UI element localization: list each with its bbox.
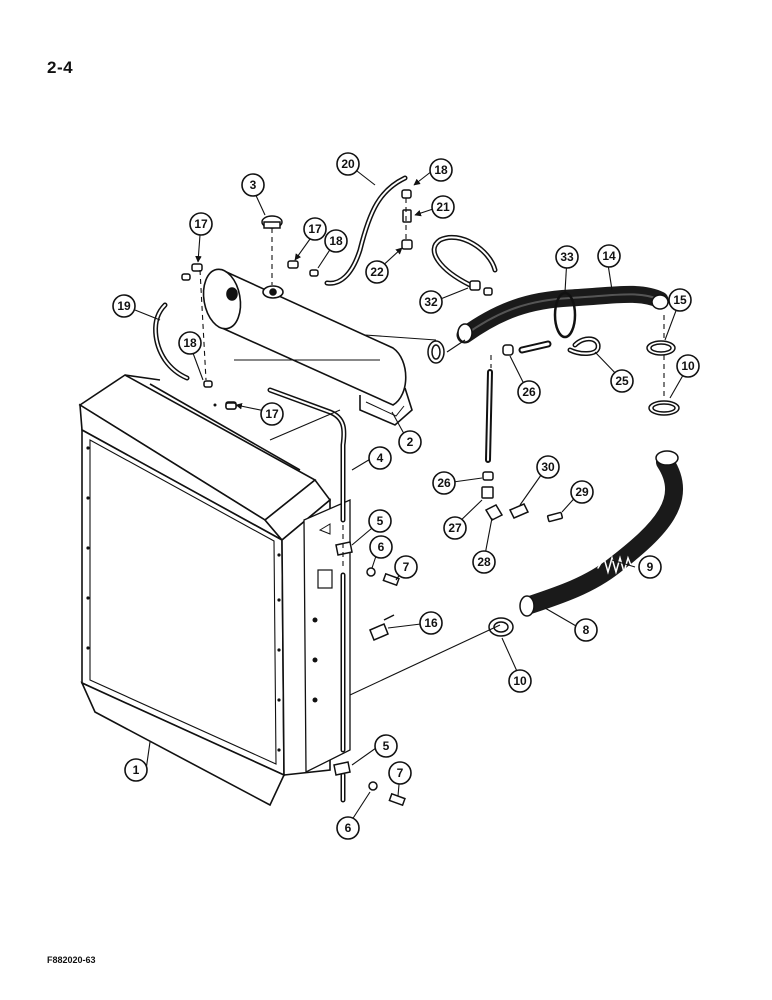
callout-18b: 18 — [324, 229, 348, 253]
callout-27: 27 — [443, 516, 467, 540]
svg-text:9: 9 — [647, 560, 654, 574]
svg-text:29: 29 — [575, 485, 589, 499]
callout-16: 16 — [419, 611, 443, 635]
svg-text:14: 14 — [602, 249, 616, 263]
callout-4: 4 — [368, 446, 392, 470]
svg-text:33: 33 — [560, 250, 574, 264]
callout-21: 21 — [431, 195, 455, 219]
svg-text:22: 22 — [370, 265, 384, 279]
callout-17b: 17 — [303, 217, 327, 241]
svg-text:17: 17 — [308, 222, 322, 236]
svg-text:25: 25 — [615, 374, 629, 388]
svg-text:6: 6 — [345, 821, 352, 835]
callout-6a: 6 — [369, 535, 393, 559]
callout-14: 14 — [597, 244, 621, 268]
hoses — [153, 175, 684, 803]
svg-text:20: 20 — [341, 157, 355, 171]
figure-reference-id: F882020-63 — [47, 955, 96, 965]
callout-26a: 26 — [517, 380, 541, 404]
callout-29: 29 — [570, 480, 594, 504]
callout-19: 19 — [112, 294, 136, 318]
svg-text:5: 5 — [377, 514, 384, 528]
callout-17a: 17 — [189, 212, 213, 236]
svg-text:17: 17 — [265, 407, 279, 421]
svg-text:21: 21 — [436, 200, 450, 214]
callout-28: 28 — [472, 550, 496, 574]
callout-32: 32 — [419, 290, 443, 314]
callout-10b: 10 — [508, 669, 532, 693]
svg-text:1: 1 — [133, 763, 140, 777]
svg-text:2: 2 — [407, 435, 414, 449]
callout-3: 3 — [241, 173, 265, 197]
svg-text:8: 8 — [583, 623, 590, 637]
svg-text:5: 5 — [383, 739, 390, 753]
callout-18c: 18 — [429, 158, 453, 182]
callout-17c: 17 — [260, 402, 284, 426]
svg-text:7: 7 — [403, 560, 410, 574]
callout-30: 30 — [536, 455, 560, 479]
callout-7a: 7 — [394, 555, 418, 579]
callout-33: 33 — [555, 245, 579, 269]
svg-text:10: 10 — [681, 359, 695, 373]
svg-text:17: 17 — [194, 217, 208, 231]
clamps-and-fittings — [181, 189, 680, 807]
svg-text:18: 18 — [183, 336, 197, 350]
svg-text:32: 32 — [424, 295, 438, 309]
callout-5b: 5 — [374, 734, 398, 758]
svg-text:18: 18 — [434, 163, 448, 177]
callout-15: 15 — [668, 288, 692, 312]
callout-10a: 10 — [676, 354, 700, 378]
callout-26b: 26 — [432, 471, 456, 495]
svg-text:3: 3 — [250, 178, 257, 192]
surge-tank — [202, 268, 413, 426]
svg-text:28: 28 — [477, 555, 491, 569]
callout-18a: 18 — [178, 331, 202, 355]
callout-25: 25 — [610, 369, 634, 393]
callout-5a: 5 — [368, 509, 392, 533]
svg-text:7: 7 — [397, 766, 404, 780]
svg-text:19: 19 — [117, 299, 131, 313]
callout-8: 8 — [574, 618, 598, 642]
callout-22: 22 — [365, 260, 389, 284]
callout-1: 1 — [124, 758, 148, 782]
svg-text:10: 10 — [513, 674, 527, 688]
callout-2: 2 — [398, 430, 422, 454]
callout-7b: 7 — [388, 761, 412, 785]
callouts: 1 2 3 4 5 5 6 6 7 7 8 9 10 10 14 15 16 1… — [112, 152, 700, 840]
page-number: 2-4 — [47, 58, 74, 77]
svg-text:26: 26 — [522, 385, 536, 399]
callout-9: 9 — [638, 555, 662, 579]
radiator — [78, 374, 351, 807]
svg-text:26: 26 — [437, 476, 451, 490]
svg-text:15: 15 — [673, 293, 687, 307]
svg-text:30: 30 — [541, 460, 555, 474]
callout-20: 20 — [336, 152, 360, 176]
svg-text:18: 18 — [329, 234, 343, 248]
svg-text:16: 16 — [424, 616, 438, 630]
svg-text:4: 4 — [377, 451, 384, 465]
callout-6b: 6 — [336, 816, 360, 840]
svg-text:27: 27 — [448, 521, 462, 535]
svg-text:6: 6 — [378, 540, 385, 554]
